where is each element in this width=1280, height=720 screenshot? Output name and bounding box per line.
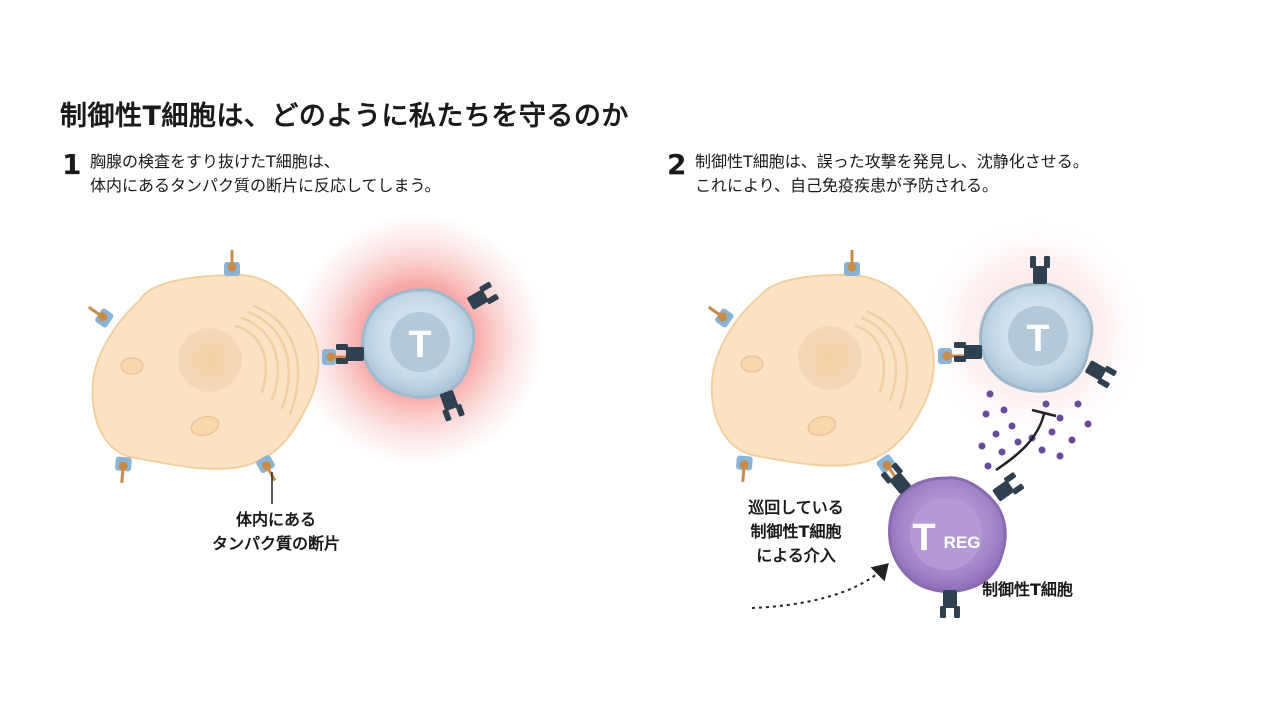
nucleus	[178, 328, 242, 392]
t-cell-label: T	[408, 324, 431, 366]
t-cell-label: T	[1026, 318, 1049, 360]
endoplasmic-reticulum	[854, 310, 909, 410]
step-line: 胸腺の検査をすり抜けたT細胞は、	[90, 152, 340, 171]
treg-label: 制御性T細胞	[982, 580, 1073, 599]
mhc-peptide	[113, 456, 132, 484]
step-line: 制御性T細胞は、誤った攻撃を発見し、沈静化させる。	[695, 152, 1089, 171]
label-line: タンパク質の断片	[211, 534, 340, 553]
page-title: 制御性T細胞は、どのように私たちを守るのか	[60, 101, 629, 132]
step-number: 2	[667, 148, 687, 181]
fragment-label: 体内にある タンパク質の断片	[196, 508, 356, 556]
mhc-peptide	[84, 300, 115, 329]
mhc-peptide	[224, 250, 240, 276]
step-number: 1	[62, 148, 82, 181]
panel-2-illustration: T T REG	[704, 210, 1155, 618]
inhibition-bar	[1031, 408, 1057, 418]
label-line: 制御性T細胞	[750, 522, 842, 541]
step-description: 胸腺の検査をすり抜けたT細胞は、 体内にあるタンパク質の断片に反応してしまう。	[90, 150, 441, 198]
step-description: 制御性T細胞は、誤った攻撃を発見し、沈静化させる。 これにより、自己免疫疾患が予…	[695, 150, 1089, 198]
treg-label-letter: T	[912, 517, 935, 559]
nucleus	[798, 326, 862, 390]
label-line: 巡回している	[748, 498, 844, 517]
patrol-label: 巡回している 制御性T細胞 による介入	[722, 496, 870, 568]
label-line: 体内にある	[235, 510, 316, 529]
t-cell-receptor	[990, 471, 1025, 505]
step-line: 体内にあるタンパク質の断片に反応してしまう。	[90, 176, 441, 195]
mitochondria	[120, 357, 220, 437]
t-cell-nucleus	[1008, 306, 1068, 366]
t-cell-receptor	[940, 590, 960, 618]
treg-nucleus	[910, 498, 982, 570]
mhc-peptide	[844, 250, 860, 276]
label-line: による介入	[756, 546, 836, 565]
mhc-peptide	[734, 455, 753, 483]
t-cell-nucleus	[390, 312, 450, 372]
cytokines	[978, 390, 1092, 470]
treg-label-subscript: REG	[944, 533, 981, 552]
step-line: これにより、自己免疫疾患が予防される。	[695, 176, 999, 195]
panel-1-illustration: T	[84, 212, 546, 504]
mhc-peptide	[704, 300, 735, 329]
mitochondria	[740, 355, 837, 437]
patrol-arrow	[751, 563, 889, 609]
inhibition-arrow	[995, 413, 1046, 472]
endoplasmic-reticulum	[234, 304, 300, 416]
